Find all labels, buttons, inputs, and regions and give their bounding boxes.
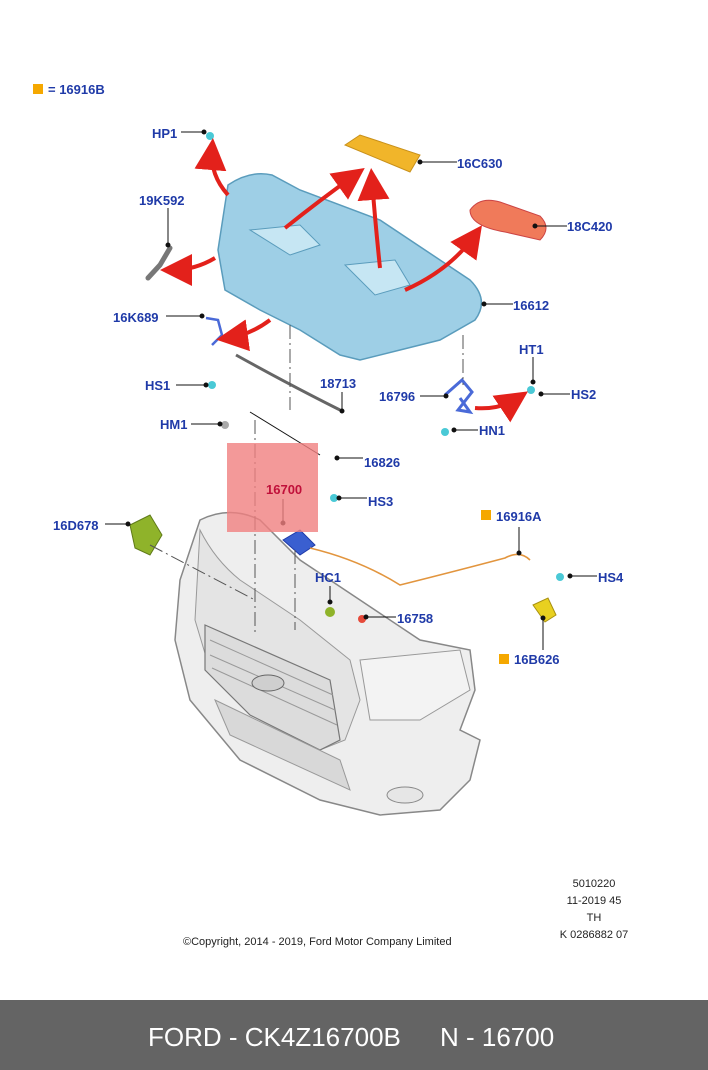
explode-arrows	[160, 138, 528, 423]
callout-18713: 18713	[320, 376, 357, 391]
fasteners	[206, 132, 564, 623]
hood-grille-insert-16c630	[343, 134, 421, 173]
striker-16k689	[205, 316, 224, 346]
callout-19k592: 19K592	[139, 193, 185, 208]
callout-hs4: HS4	[598, 570, 624, 585]
callout-hc1: HC1	[315, 570, 342, 585]
footer-bar: FORD - CK4Z16700B N - 16700	[0, 1000, 708, 1070]
callout-16c630: 16C630	[457, 156, 503, 171]
bracket-16d678	[129, 514, 163, 556]
callout-hs2: HS2	[571, 387, 597, 402]
drawing-number: 5010220	[572, 878, 616, 890]
drawing-reference: K 0286882 07	[559, 929, 629, 941]
marker-16916a	[481, 510, 491, 520]
marker-16b626	[499, 654, 509, 664]
callout-16700: 16700	[266, 482, 303, 497]
copyright-text: ©Copyright, 2014 - 2019, Ford Motor Comp…	[183, 936, 452, 948]
front-bumper-assembly	[174, 511, 481, 816]
callout-16612: 16612	[513, 298, 550, 313]
callout-hs3: HS3	[368, 494, 394, 509]
callout-18c420: 18C420	[567, 219, 613, 234]
hood-seal-18713	[235, 353, 341, 412]
callout-16k689: 16K689	[113, 310, 159, 325]
hood-gasket-18c420	[469, 199, 547, 241]
parts-diagram	[105, 129, 597, 816]
callout-ht1: HT1	[519, 342, 544, 357]
legend-text: = 16916B	[48, 82, 105, 97]
drawing-initials: TH	[586, 912, 602, 924]
hood-release-cable-16916a	[309, 547, 531, 586]
callout-16b626: 16B626	[514, 652, 560, 667]
callout-hm1: HM1	[160, 417, 188, 432]
legend-square	[33, 84, 43, 94]
drawing-date: 11-2019 45	[566, 895, 622, 907]
hinge-16796	[444, 377, 474, 415]
grille	[204, 624, 341, 751]
bracket-16b626	[532, 597, 557, 623]
callout-16758: 16758	[397, 611, 434, 626]
callout-16826: 16826	[364, 455, 401, 470]
hood-panel	[217, 173, 483, 361]
callout-16916a: 16916A	[496, 509, 542, 524]
callout-hp1: HP1	[152, 126, 178, 141]
footer-reference: N - 16700	[440, 1022, 555, 1052]
callout-hs1: HS1	[145, 378, 171, 393]
hood-latch-16700	[282, 529, 316, 556]
hood-prop-rod-19k592	[145, 245, 173, 281]
callout-hn1: HN1	[479, 423, 506, 438]
callout-16796: 16796	[379, 389, 416, 404]
highlight-box	[227, 443, 318, 532]
footer-part-number: FORD - CK4Z16700B	[148, 1022, 401, 1052]
callout-16d678: 16D678	[53, 518, 99, 533]
